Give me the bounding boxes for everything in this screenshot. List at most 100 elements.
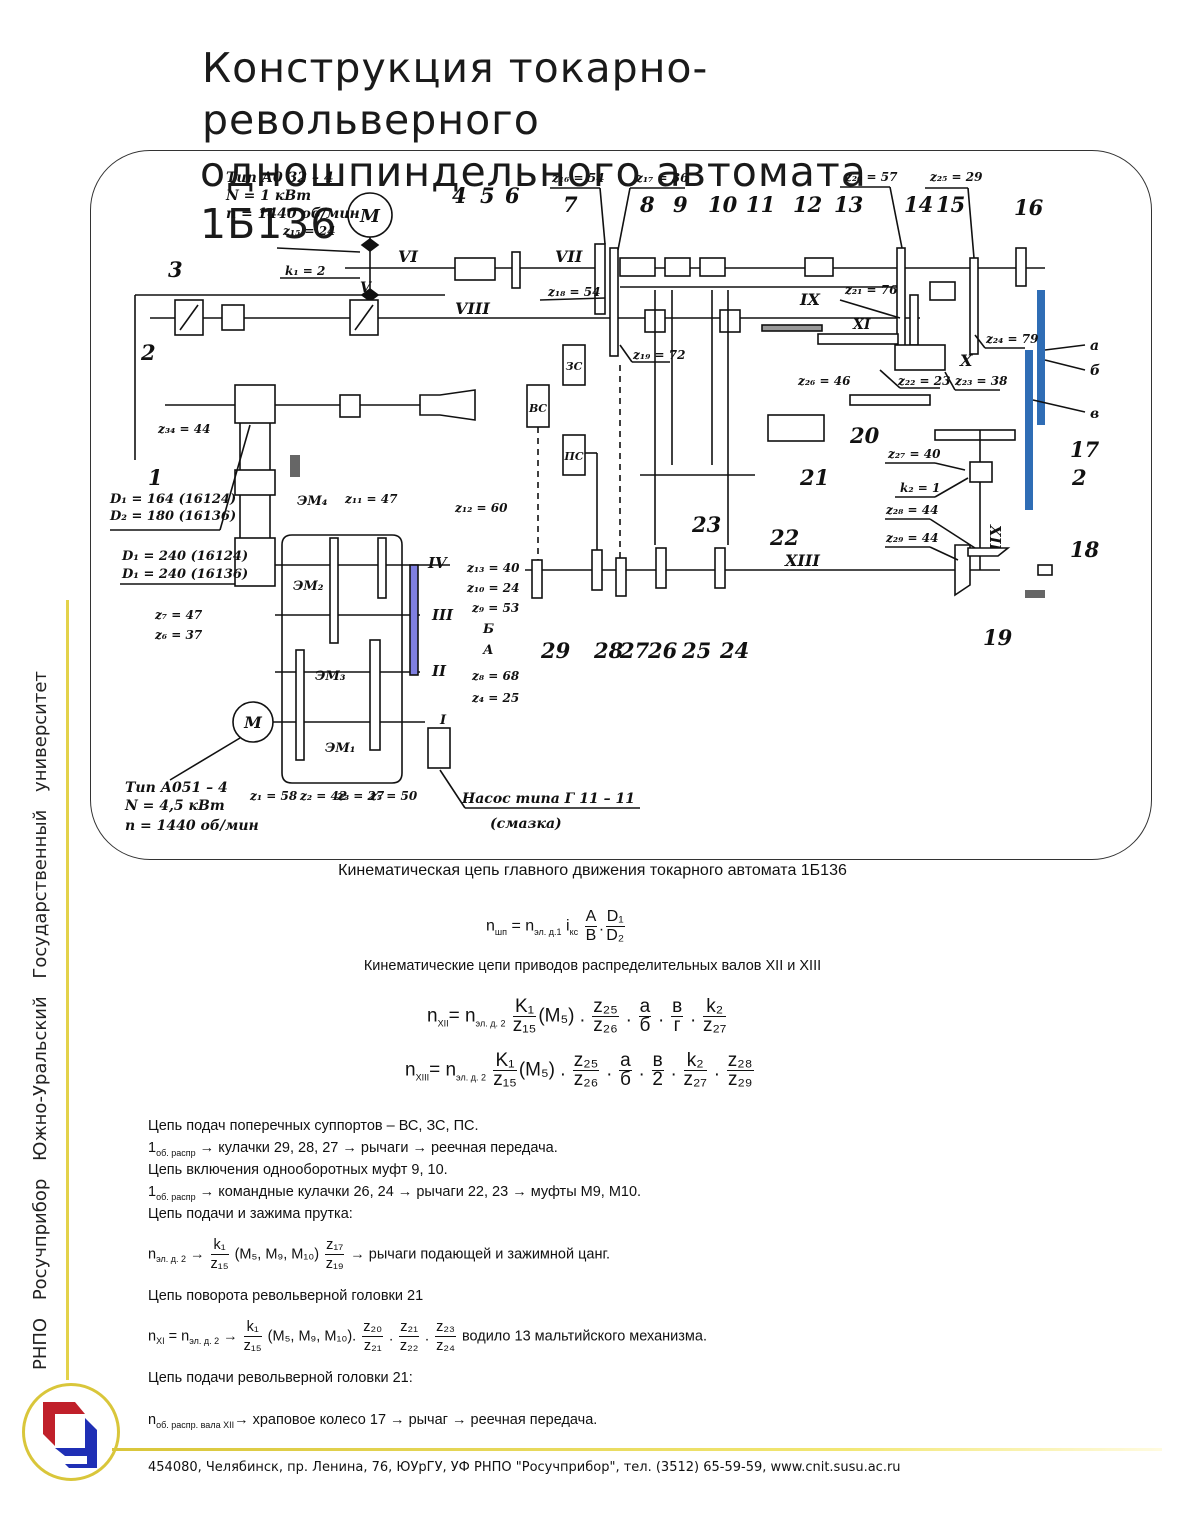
support-vs: ВС (528, 402, 547, 415)
f4-tail: → рычаги подающей и зажимной цанг. (350, 1246, 611, 1263)
label-d1-bottom: D₁ = 240 (16124) (121, 549, 248, 564)
motor-bottom-symbol: M (243, 713, 263, 732)
formula-turret-feed: nоб. распр. вала XII→ храповое колесо 17… (148, 1412, 597, 1430)
label-z13: z₁₃ = 40 (466, 561, 520, 575)
part-18: 18 (1070, 537, 1100, 562)
support-zs: ЗС (566, 360, 583, 373)
part-9: 9 (673, 192, 688, 217)
f5-arrow: → (223, 1328, 238, 1345)
f2-k1-den: z₁₅ (512, 1015, 537, 1036)
f2-b-den: б (639, 1015, 651, 1036)
label-z27: z₂₇ = 40 (887, 447, 941, 461)
gear-label-v: в (1090, 406, 1099, 422)
f4-z-num: z₁₇ (325, 1237, 345, 1255)
clutch-em2: ЭМ₂ (293, 579, 324, 594)
label-z10: z₁₀ = 24 (466, 581, 519, 595)
text-bar-feed-title: Цепь подачи и зажима прутка: (148, 1206, 353, 1222)
sidebar-rule (66, 600, 69, 1380)
part-6: 6 (505, 183, 520, 208)
change-gear-a (1037, 290, 1045, 425)
part-13: 13 (834, 192, 863, 217)
shaft-VII: VII (555, 247, 583, 266)
shaft-III: III (431, 606, 454, 624)
part-26: 26 (647, 638, 678, 663)
f5-b-num: z₂₁ (399, 1319, 420, 1337)
f5-m: (M₅, M₉, M₁₀). (267, 1328, 357, 1345)
label-z7: z₇ = 47 (154, 608, 203, 622)
f3-a-num: z₂₅ (572, 1050, 600, 1071)
label-z28: z₂₈ = 44 (885, 503, 938, 517)
label-z23: z₂₃ = 38 (954, 374, 1008, 388)
f6-tail: → храповое колесо 17 → рычаг → реечная п… (234, 1412, 598, 1428)
motor-bottom-power: N = 4,5 кВт (124, 798, 225, 814)
shaft-V: V (360, 280, 373, 296)
label-z3: z₃ = 27 (336, 789, 385, 803)
f5-tail: водило 13 мальтийского механизма. (461, 1328, 707, 1345)
label-z34: z₃₄ = 44 (157, 422, 210, 436)
f5-k-num: k₁ (243, 1318, 262, 1337)
pump-label: Насос типа Г 11 – 11 (461, 791, 635, 807)
f6-lhs-sub: об. распр. вала XII (156, 1419, 235, 1430)
part-20: 20 (849, 423, 880, 448)
f2-k1-num: K₁ (512, 997, 537, 1017)
gear-label-b: б (1090, 363, 1100, 379)
f1-lhs-sub: шп (494, 926, 507, 937)
part-21: 21 (799, 465, 829, 490)
shaft-XII: XII (986, 524, 1004, 552)
label-z22: z₂₂ = 23 (897, 374, 950, 388)
pump-note: (смазка) (490, 816, 562, 832)
footer-rule (112, 1448, 1162, 1451)
motor-top: M Тип А0 32 – 4 N = 1 кВт n = 1440 об/ми… (225, 170, 393, 302)
label-z15: z₁₅ = 24 (282, 224, 335, 238)
label-d2-bottom: D₁ = 240 (16136) (121, 567, 248, 582)
f1-lhs: n (486, 917, 495, 935)
f2-a-num: z₂₅ (592, 996, 619, 1017)
f3-d-den: z₂₇ (683, 1069, 707, 1090)
sidebar-text: РНПО Росучприбор Южно-Уральский Государс… (30, 671, 51, 1370)
t4-body: → командные кулачки 26, 24 → рычаги 22, … (195, 1184, 642, 1200)
label-z17: z₁₇ = 36 (635, 171, 689, 185)
label-z24: z₂₄ = 79 (985, 332, 1039, 346)
part-14: 14 (904, 192, 933, 217)
f2-a-den: z₂₆ (593, 1015, 618, 1036)
text-turret-feed-title: Цепь подачи револьверной головки 21: (148, 1370, 413, 1386)
support-ps: ПС (563, 450, 583, 463)
f5-a-num: z₂₀ (362, 1319, 384, 1337)
label-d2-top: D₂ = 180 (16136) (109, 509, 236, 524)
f3-d-num: k₂ (683, 1051, 707, 1071)
clutch-em1: ЭМ₁ (325, 741, 355, 756)
part-10: 10 (708, 192, 738, 217)
t2-pre: 1 (148, 1140, 157, 1156)
f3-lhs: n (405, 1059, 416, 1081)
f4-k-den: z₁₅ (210, 1256, 229, 1272)
part-22: 22 (769, 525, 799, 550)
part-2-right: 2 (1071, 465, 1087, 490)
label-z19: z₁₉ = 72 (632, 348, 685, 362)
f2-eq-sub: эл. д. 2 (475, 1018, 506, 1029)
label-k2: k₂ = 1 (900, 481, 940, 495)
f2-d-num: k₂ (703, 997, 727, 1017)
part-16: 16 (1014, 195, 1044, 220)
f1-i-sub: кс (569, 926, 579, 937)
logo-icon (43, 1402, 97, 1468)
f3-k1-num: K₁ (493, 1051, 517, 1071)
label-z4: z₄ = 25 (471, 691, 519, 705)
page-title: Конструкция токарно-револьверного одношп… (200, 42, 990, 250)
part-1: 1 (148, 465, 163, 490)
f2-d-den: z₂₇ (703, 1015, 727, 1036)
text-cross-support-feed: Цепь подач поперечных суппортов – ВС, ЗС… (148, 1118, 479, 1134)
f3-e-den: z₂₉ (727, 1069, 753, 1090)
caption-distributor-chains: Кинематические цепи приводов распределит… (363, 958, 822, 974)
t2-body: → кулачки 29, 28, 27 → рычаги → реечная … (195, 1140, 558, 1156)
label-d1-top: D₁ = 164 (16124) (109, 492, 236, 507)
motor-top-speed: n = 1440 об/мин (226, 206, 360, 222)
